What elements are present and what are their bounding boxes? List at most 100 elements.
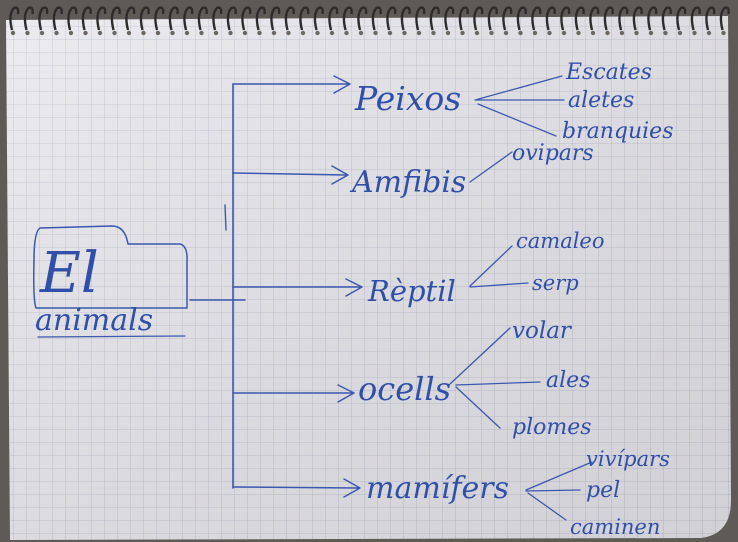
spiral-coil [719, 6, 730, 31]
punch-hole [286, 30, 291, 36]
spiral-coil [603, 6, 614, 31]
punch-hole [692, 30, 697, 36]
trait-ovipars: ovipars [512, 141, 594, 166]
spiral-coil [458, 6, 469, 31]
punch-hole [590, 30, 596, 36]
spiral-coil [52, 6, 63, 31]
branches-peixos [474, 75, 565, 137]
spiral-coil [647, 6, 658, 31]
spiral-coil [516, 6, 527, 31]
spiral-coil [9, 6, 20, 31]
punch-hole [373, 30, 378, 36]
punch-hole [199, 30, 204, 36]
punch-hole [25, 30, 30, 36]
spiral-coil [212, 6, 223, 31]
punch-hole [271, 30, 277, 36]
punch-hole [518, 30, 523, 36]
punch-hole [358, 30, 364, 36]
branches-ocells [449, 327, 541, 429]
punch-hole [648, 30, 654, 36]
spiral-coil [255, 6, 266, 31]
spiral-coil [226, 6, 237, 31]
spiral-coil [342, 6, 353, 31]
punch-hole [503, 30, 509, 36]
trait-volar: volar [512, 318, 573, 344]
punch-hole [619, 30, 625, 36]
punch-hole [242, 30, 248, 36]
spiral-coil [473, 6, 484, 31]
spiral-coil [67, 6, 78, 31]
spiral-coil [502, 6, 513, 31]
spiral-coil [429, 6, 440, 31]
trait-branquies: branquies [562, 119, 673, 144]
spiral-coil [270, 6, 281, 31]
spiral-coil [284, 6, 295, 31]
spiral-coil [661, 6, 672, 31]
punch-hole [474, 30, 480, 36]
punch-hole [402, 30, 407, 36]
punch-hole [39, 30, 45, 36]
punch-hole [54, 30, 59, 36]
spiral-coil [81, 6, 92, 31]
punch-hole [663, 30, 668, 36]
punch-hole [431, 30, 436, 36]
spiral-coil [589, 6, 600, 31]
trait-caminen: caminen [570, 515, 660, 539]
punch-hole [329, 30, 335, 36]
spiral-coil [415, 6, 426, 31]
punch-hole [170, 30, 175, 36]
class-label-mamifers: mamífers [366, 471, 509, 506]
punch-hole [141, 30, 146, 36]
spiral-binding [9, 6, 730, 36]
branches-reptil [469, 245, 529, 288]
punch-hole [315, 30, 320, 36]
trait-plomes: plomes [512, 415, 592, 440]
spiral-coil [197, 6, 208, 31]
spiral-coil [705, 6, 716, 31]
spiral-coil [299, 6, 310, 31]
punch-hole [300, 30, 306, 36]
punch-hole [10, 30, 16, 36]
spiral-coil [690, 6, 701, 31]
class-label-amfibis: Amfibis [349, 165, 466, 200]
spiral-coil [632, 6, 643, 31]
punch-hole [445, 30, 451, 36]
spiral-coil [38, 6, 49, 31]
spiral-coil [487, 6, 498, 31]
arrow-ocells [232, 384, 355, 403]
spiral-coil [618, 6, 629, 31]
spiral-coil [531, 6, 542, 31]
punch-hole [257, 30, 262, 36]
spiral-coil [96, 6, 107, 31]
punch-hole [387, 30, 393, 36]
spiral-coil [139, 6, 150, 31]
trait-pel: pel [586, 478, 620, 503]
punch-hole [416, 30, 422, 36]
trait-ales: ales [546, 368, 590, 393]
punch-hole [576, 30, 581, 36]
trait-escates: Escates [565, 60, 652, 85]
trait-aletes: aletes [568, 88, 634, 113]
class-label-reptil: Rèptil [367, 274, 456, 308]
spiral-coil [444, 6, 455, 31]
branches-amfibis [469, 151, 513, 183]
punch-hole [83, 30, 88, 36]
punch-hole [706, 30, 712, 36]
spiral-coil [545, 6, 556, 31]
spiral-coil [125, 6, 136, 31]
punch-hole [489, 30, 494, 36]
spiral-coil [676, 6, 687, 31]
punch-hole [213, 30, 219, 36]
spiral-coil [357, 6, 368, 31]
arrow-reptil [232, 278, 363, 297]
punch-hole [677, 30, 683, 36]
punch-hole [228, 30, 233, 36]
spiral-coil [168, 6, 179, 31]
branches-mamifers [525, 461, 593, 521]
spiral-coil [110, 6, 121, 31]
punch-hole [112, 30, 117, 36]
punch-hole [460, 30, 465, 36]
trait-camaleo: camaleo [516, 229, 605, 253]
spiral-coil [574, 6, 585, 31]
